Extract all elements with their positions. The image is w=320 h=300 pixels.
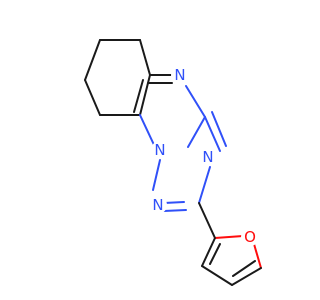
bond bbox=[163, 209, 187, 212]
bond bbox=[84, 79, 101, 116]
atom-n-triazole-left: N bbox=[149, 196, 167, 214]
bond bbox=[198, 166, 211, 204]
bond bbox=[84, 39, 101, 81]
bond bbox=[198, 202, 216, 239]
atom-label: N bbox=[174, 66, 185, 84]
furan-ring bbox=[201, 235, 262, 286]
bond bbox=[163, 201, 185, 204]
bond bbox=[232, 260, 256, 277]
atom-label: O bbox=[244, 228, 256, 246]
bond bbox=[204, 116, 221, 152]
triazole-ring bbox=[152, 111, 227, 212]
bond bbox=[187, 116, 206, 148]
bond bbox=[139, 74, 151, 116]
molecule-structure: N N N N O bbox=[84, 39, 262, 286]
atom-label: N bbox=[202, 148, 213, 166]
atom-n-bridgehead: N bbox=[151, 141, 169, 159]
atom-label: N bbox=[154, 141, 165, 159]
bond bbox=[139, 39, 151, 76]
bond bbox=[231, 267, 262, 286]
bond bbox=[253, 243, 262, 269]
bond bbox=[211, 111, 227, 147]
atom-n-triazole-right: N bbox=[199, 148, 217, 166]
bond bbox=[201, 237, 216, 267]
atom-n-pyrimidine: N bbox=[171, 66, 189, 84]
cyclopentane-ring bbox=[84, 39, 151, 116]
atom-o-furan: O bbox=[241, 228, 259, 246]
bond bbox=[133, 79, 144, 113]
pyrimidine-ring bbox=[133, 74, 206, 148]
bond bbox=[139, 114, 156, 148]
bond bbox=[214, 235, 244, 239]
bond bbox=[209, 243, 221, 265]
bond bbox=[185, 85, 206, 118]
atom-label: N bbox=[152, 196, 163, 214]
bond bbox=[152, 159, 161, 191]
bond bbox=[201, 265, 233, 286]
